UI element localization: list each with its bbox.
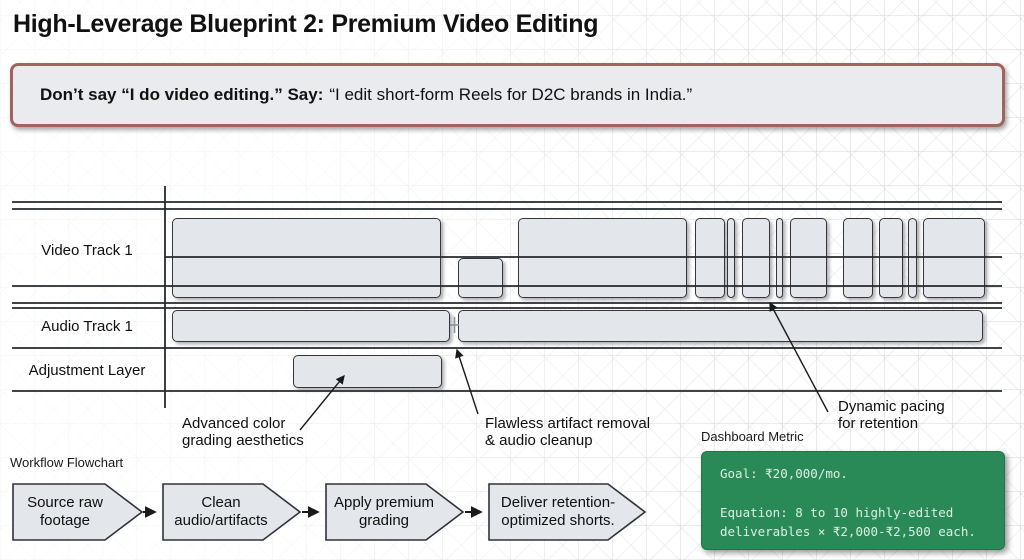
pentagon-shape	[488, 483, 647, 541]
page-title: High-Leverage Blueprint 2: Premium Video…	[13, 10, 599, 38]
video-clip	[790, 218, 827, 298]
video-clip	[727, 218, 735, 298]
flow-step-label: Deliver retention- optimized shorts.	[500, 494, 616, 529]
flowchart-caption: Workflow Flowchart	[10, 455, 124, 470]
flow-step-clean-audio: Clean audio/artifacts	[162, 483, 302, 541]
annotation-line: Advanced color	[182, 415, 286, 432]
metric-goal: Goal: ₹20,000/mo.	[720, 466, 848, 481]
video-clip	[923, 218, 985, 298]
track-label-adjustment: Adjustment Layer	[28, 362, 146, 379]
pentagon-shape	[162, 483, 302, 541]
annotation-artifact-removal: Flawless artifact removal & audio cleanu…	[485, 415, 650, 449]
annotation-dynamic-pacing: Dynamic pacing for retention	[838, 398, 945, 432]
video-clip	[879, 218, 903, 298]
video-clip	[776, 218, 783, 298]
flow-step-label: Clean audio/artifacts	[174, 494, 268, 529]
metric-equation-line: Equation: 8 to 10 highly-edited	[720, 505, 954, 520]
flow-step-label: Apply premium grading	[333, 494, 435, 529]
flow-step-deliver-shorts: Deliver retention- optimized shorts.	[488, 483, 647, 541]
audio-clip	[172, 310, 450, 342]
metric-equation-line: deliverables × ₹2,000-₹2,500 each.	[720, 524, 976, 539]
video-clip	[742, 218, 770, 298]
pentagon-shape	[325, 483, 465, 541]
track-label-audio: Audio Track 1	[41, 318, 133, 335]
video-clip	[458, 258, 503, 298]
flow-step-apply-grading: Apply premium grading	[325, 483, 465, 541]
annotation-line: Flawless artifact removal	[485, 415, 651, 432]
video-clip	[172, 218, 441, 298]
annotation-line: for retention	[838, 415, 919, 432]
video-clip	[518, 218, 687, 298]
flow-step-source-footage: Source raw footage	[12, 483, 144, 541]
annotation-line: & audio cleanup	[485, 432, 593, 449]
flow-step-label: Source raw footage	[27, 494, 103, 529]
annotation-color-grading: Advanced color grading aesthetics	[182, 415, 304, 449]
dashboard-metric-caption: Dashboard Metric	[701, 429, 804, 444]
callout-bold-text: Don’t say “I do video editing.” Say:	[40, 85, 324, 104]
annotation-line: grading aesthetics	[182, 432, 304, 449]
video-clip	[843, 218, 873, 298]
callout-quote-text: “I edit short-form Reels for D2C brands …	[329, 85, 693, 104]
pentagon-shape	[12, 483, 144, 541]
positioning-callout: Don’t say “I do video editing.” Say: “I …	[10, 63, 1005, 127]
metric-equation: Equation: 8 to 10 highly-edited delivera…	[720, 503, 976, 541]
video-clip	[908, 218, 917, 298]
track-label-video: Video Track 1	[41, 242, 133, 259]
video-clip	[695, 218, 725, 298]
audio-clip	[458, 310, 983, 342]
annotation-line: Dynamic pacing	[838, 398, 945, 415]
dashboard-metric-box: Goal: ₹20,000/mo. Equation: 8 to 10 high…	[701, 451, 1005, 550]
